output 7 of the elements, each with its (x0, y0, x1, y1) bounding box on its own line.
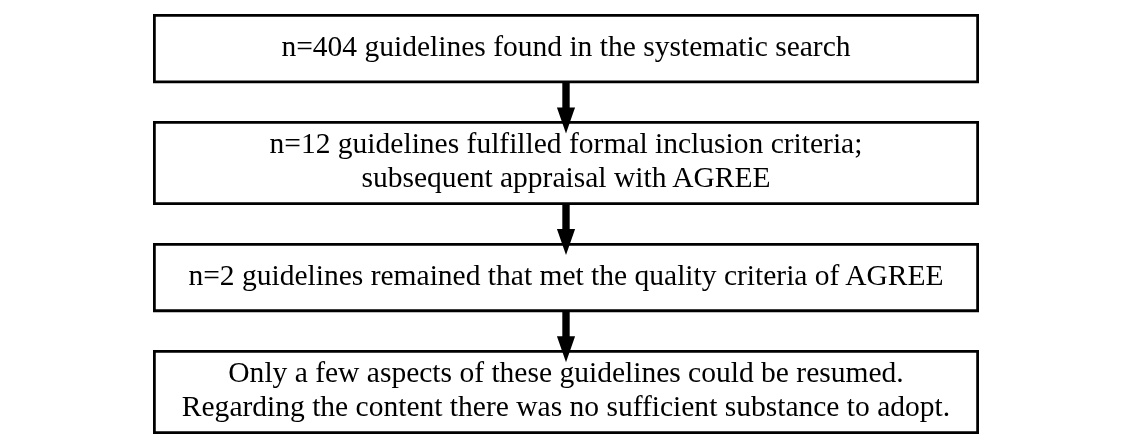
node-box: n=12 guidelines fulfilled formal inclusion criteria; subsequent appraisal with AGREE (152, 121, 979, 206)
arrow (556, 81, 575, 134)
arrow (556, 204, 575, 255)
arrow (556, 310, 575, 363)
node-box: n=2 guidelines remained that met the quality criteria of AGREE (152, 242, 979, 313)
node-box: Only a few aspects of these guidelines could be resumed. Regarding the content there was no sufficient substance to adopt. (152, 349, 979, 434)
node-box: n=404 guidelines found in the systematic search (152, 14, 979, 84)
